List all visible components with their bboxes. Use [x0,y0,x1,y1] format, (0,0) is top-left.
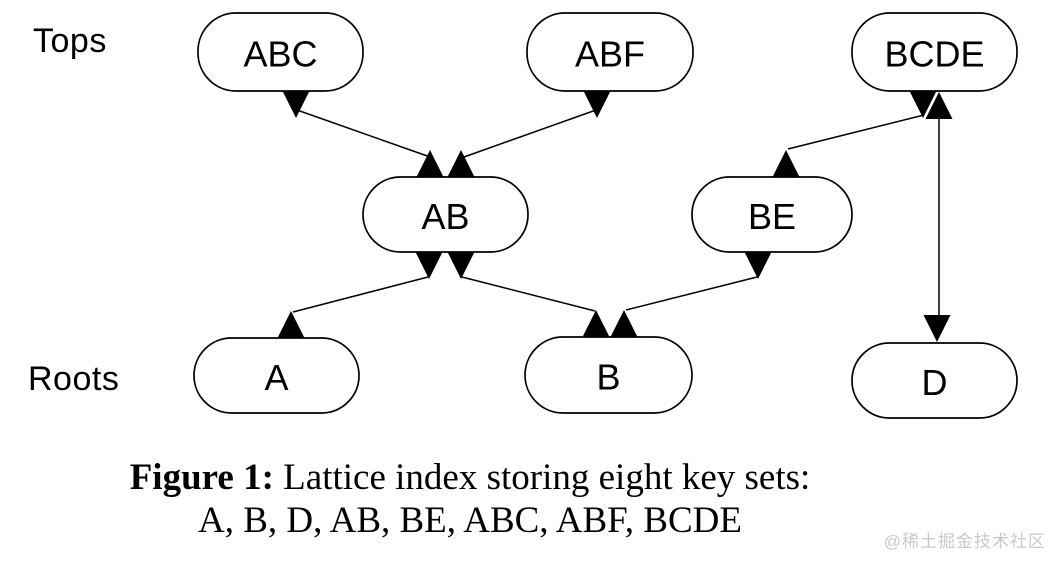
arrowhead-down-icon [583,91,611,118]
roots-row-label: Roots [28,360,120,398]
arrowhead-down-icon [282,91,310,118]
node-shape [193,337,360,414]
node-shape [851,342,1018,419]
node-be: BE [691,176,853,253]
node-shape [526,12,694,92]
arrowhead-down-icon [923,315,951,342]
node-ab: AB [362,176,529,253]
arrowhead-up-icon [772,150,800,177]
arrowhead-up-icon [447,150,475,177]
caption-line2: A, B, D, AB, BE, ABC, ABF, BCDE [198,500,742,541]
arrowhead-down-icon [447,252,475,279]
caption-figure-number: Figure 1: [129,457,274,498]
edge-ab-b [461,276,596,312]
arrowhead-up-icon [416,150,444,177]
node-b: B [524,336,693,414]
node-bcde: BCDE [851,12,1018,92]
watermark: @稀土掘金技术社区 [883,532,1046,551]
arrowhead-down-icon [909,91,937,118]
arrowhead-down-icon [744,252,772,279]
caption-title-text: Lattice index storing eight key sets: [273,457,811,498]
arrowhead-up-icon [925,92,953,119]
edge-be-bcde [787,114,925,150]
node-label: B [596,357,620,398]
node-shape [851,12,1018,92]
node-label: ABF [575,34,645,75]
edge-ab-a [292,276,429,313]
node-label: D [922,362,948,403]
node-shape [362,176,529,253]
node-label: AB [421,196,469,237]
edge-abf-ab [463,109,597,158]
edge-be-b [625,276,758,311]
arrowhead-up-icon [277,311,305,338]
node-label: ABC [243,34,317,75]
arrowhead-up-icon [582,310,610,337]
node-abc: ABC [197,12,364,92]
node-a: A [193,337,360,414]
edge-abc-ab [296,109,434,159]
figure-caption: Figure 1: Lattice index storing eight ke… [0,456,940,542]
node-label: A [264,357,288,398]
node-shape [691,176,853,253]
caption-line1: Figure 1: Lattice index storing eight ke… [0,456,940,499]
arrowhead-down-icon [415,252,443,279]
node-d: D [851,342,1018,419]
tops-row-label: Tops [33,22,107,60]
node-label: BCDE [884,34,984,75]
node-shape [197,12,364,92]
node-abf: ABF [526,12,694,92]
arrowhead-up-icon [610,310,638,337]
node-label: BE [748,196,796,237]
node-shape [524,336,693,414]
